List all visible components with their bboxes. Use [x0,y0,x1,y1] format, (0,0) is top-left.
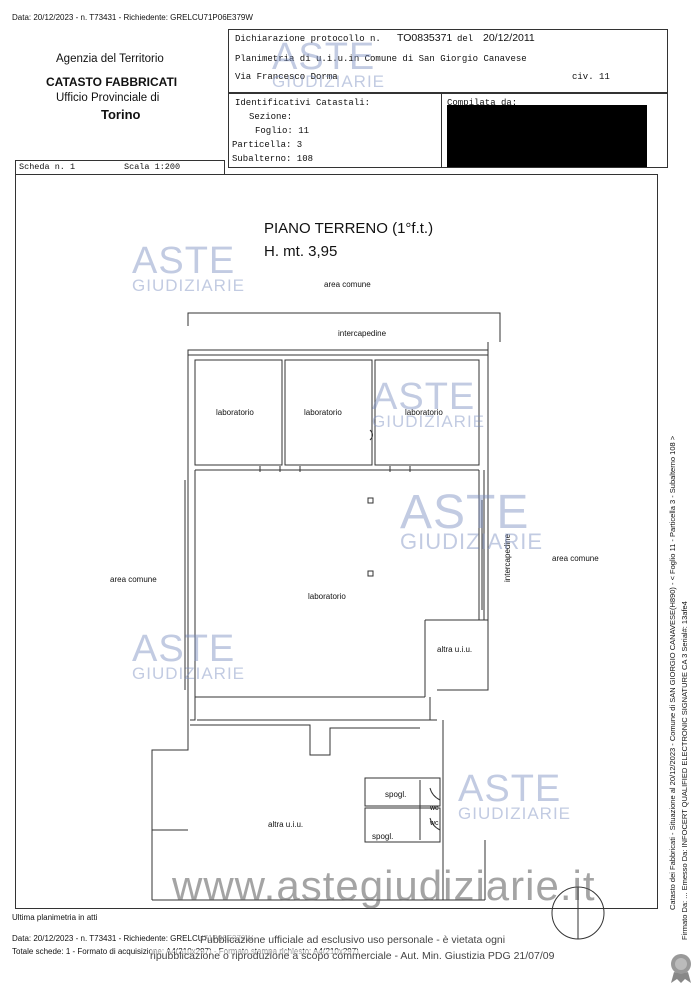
label-lab2: laboratorio [304,408,342,417]
footer-last-plan: Ultima planimetria in atti [12,913,98,922]
footer-meta: Data: 20/12/2023 - n. T73431 - Richieden… [12,934,253,943]
identifiers-divider [441,94,442,167]
declaration-box: Dichiarazione protocollo n. TO0835371 de… [228,29,668,93]
label-lab1: laboratorio [216,408,254,417]
label-wc2: wc [430,820,439,827]
sezione: Sezione: [249,112,293,122]
agency-line2: CATASTO FABBRICATI [46,75,178,89]
particella: Particella: 3 [232,140,303,150]
label-altra-uiu-bottom: altra u.i.u. [268,820,304,829]
del-label: del [457,34,474,44]
address: Via Francesco Dorma [235,72,338,82]
label-lab-main: laboratorio [308,592,346,601]
side-text-2: Firmato Da: ... Emesso Da: INFOCERT QUAL… [680,601,689,940]
label-area-comune-top: area comune [324,280,371,289]
agency-line3: Ufficio Provinciale di [56,92,160,104]
plan-line: Planimetria di u.i.u.in Comune di San Gi… [235,54,527,64]
top-meta: Data: 20/12/2023 - n. T73431 - Richieden… [12,13,253,22]
agency-line4: Torino [101,107,141,122]
plan-title: PIANO TERRENO (1°f.t.) [264,220,434,237]
label-area-comune-left: area comune [110,575,157,584]
compiled-label: Compilata da: [447,98,518,108]
label-lab3: laboratorio [405,408,443,417]
scheda-number: Scheda n. 1 [19,162,76,172]
plan-height: H. mt. 3,95 [264,243,338,260]
identifiers-title: Identificativi Catastali: [235,98,371,108]
side-text-1: Catasto dei Fabbricati - Situazione al 2… [668,435,677,910]
label-spogl2: spogl. [372,832,394,841]
civ-number: civ. 11 [572,72,610,82]
label-intercapedine-top: intercapedine [338,329,387,338]
protocol-label: Dichiarazione protocollo n. [235,34,381,44]
scale: Scala 1:200 [124,162,181,172]
label-intercapedine-right: intercapedine [503,533,512,582]
agency-line1: Agenzia del Territorio [56,53,164,65]
watermark-url: www.astegiudiziarie.it [172,862,596,909]
identifiers-box: Identificativi Catastali: Sezione: Fogli… [228,93,668,168]
label-wc1: wc [430,805,439,812]
agency-box: Agenzia del Territorio CATASTO FABBRICAT… [16,27,225,160]
footer-disclaimer-2: ripubblicazione o riproduzione a scopo c… [150,950,555,962]
footer-disclaimer-1: Pubblicazione ufficiale ad esclusivo uso… [200,934,506,946]
label-area-comune-right: area comune [552,554,599,563]
date-value: 20/12/2011 [483,32,535,44]
label-altra-uiu-right: altra u.i.u. [437,645,473,654]
redacted-compiler [447,105,647,167]
subalterno: Subalterno: 108 [232,154,314,164]
seal-icon [671,954,691,983]
foglio: Foglio: 11 [255,126,310,136]
label-spogl1: spogl. [385,790,407,799]
protocol-value: TO0835371 [397,32,453,44]
drawing-frame [15,174,658,909]
scheda-strip: Scheda n. 1 Scala 1:200 [15,160,225,174]
